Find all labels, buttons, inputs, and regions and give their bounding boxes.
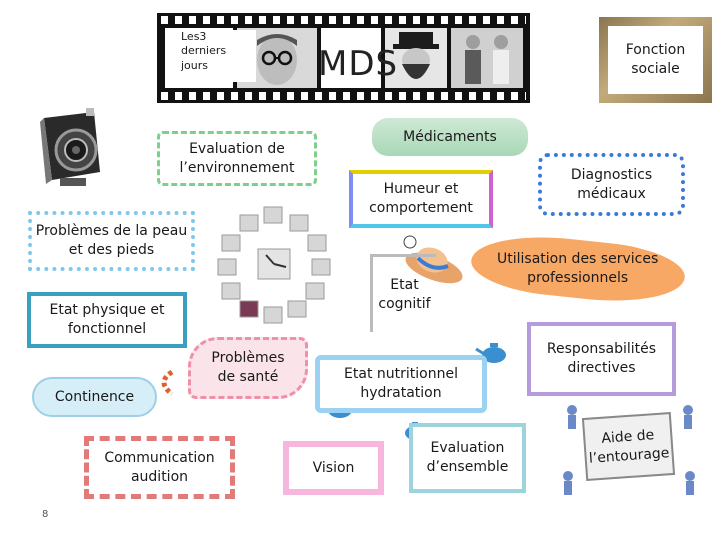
teapot-icon	[472, 341, 512, 365]
continence-box[interactable]: Continence	[32, 377, 157, 417]
etat-cognitif-box[interactable]: Etat cognitif	[370, 254, 436, 332]
page-number: 8	[42, 509, 49, 520]
etat-physique-box[interactable]: Etat physique et fonctionnel	[27, 292, 187, 348]
utilisation-services-label: Utilisation des services professionnels	[497, 251, 659, 286]
fonction-sociale-label: Fonction sociale	[625, 42, 686, 77]
evaluation-ensemble-box[interactable]: Evaluation d’ensemble	[409, 423, 526, 493]
evaluation-environnement-box[interactable]: Evaluation de l’environnement	[157, 131, 317, 186]
communication-audition-box[interactable]: Communication audition	[84, 436, 235, 499]
responsabilites-box[interactable]: Responsabilités directives	[527, 322, 676, 396]
camera-icon	[30, 108, 112, 196]
problemes-peau-box[interactable]: Problèmes de la peau et des pieds	[28, 211, 195, 271]
portrait-photo	[237, 28, 317, 88]
vision-box[interactable]: Vision	[283, 441, 384, 495]
mds-title: MDS	[318, 44, 399, 84]
medicaments-box[interactable]: Médicaments	[372, 118, 528, 156]
diagnostics-medicaux-box[interactable]: Diagnostics médicaux	[538, 153, 685, 216]
aide-entourage-box[interactable]: Aide de l’entourage	[581, 411, 676, 482]
clock-icon	[216, 205, 332, 325]
humeur-comportement-box[interactable]: Humeur et comportement	[349, 170, 493, 228]
portrait-photo	[385, 28, 447, 88]
etat-nutritionnel-box[interactable]: Etat nutritionnel hydratation	[315, 355, 487, 413]
fonction-sociale-box[interactable]: Fonction sociale	[599, 17, 712, 103]
hat-icon	[396, 232, 466, 288]
film-frame	[321, 28, 381, 88]
portrait-photo	[451, 28, 523, 88]
continence-deco-icon	[152, 368, 178, 398]
utilisation-services-box[interactable]: Utilisation des services professionnels	[468, 228, 688, 310]
problemes-sante-box[interactable]: Problèmes de santé	[188, 337, 308, 399]
film-note: Les3 derniers jours	[176, 30, 256, 82]
people-icon	[560, 400, 700, 500]
